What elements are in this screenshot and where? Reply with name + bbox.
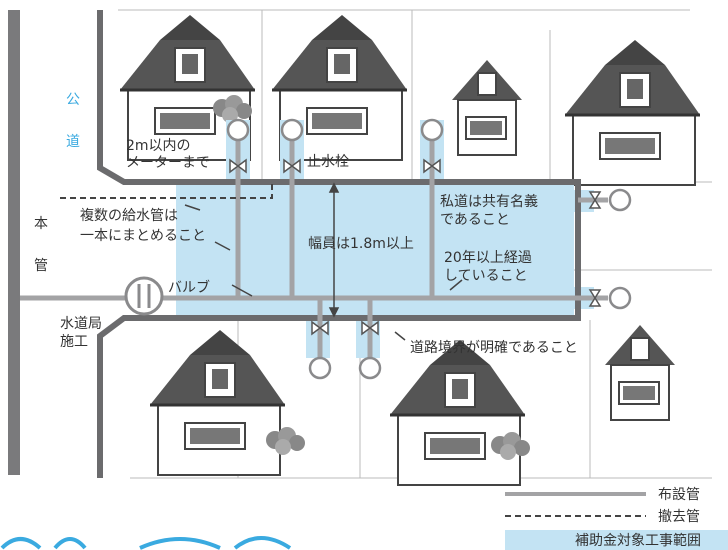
note-stop-cock: 止水栓 [307,154,349,170]
stop-cocks [229,158,602,336]
note-years-1: 20年以上経過 [444,250,532,266]
note-private-road-2: であること [440,212,510,228]
road-char-2: 道 [66,134,80,150]
main-pipe-char-1: 本 [34,216,48,232]
legend-removed-pipe: 撤去管 [658,509,700,525]
decorative-shapes [0,536,292,550]
water-meters [226,118,632,380]
note-within-2m-1: 2m以内の [126,138,191,154]
waterworks-line-2: 施工 [60,334,88,350]
note-boundary: 道路境界が明確であること [410,340,578,356]
main-pipe [8,10,20,475]
note-combine-2: 一本にまとめること [80,228,206,244]
road-edges [97,10,581,478]
note-private-road-1: 私道は共有名義 [440,193,538,210]
waterworks-line-1: 水道局 [60,316,102,332]
main-valve-icon [124,276,164,316]
legend-laid-pipe: 布設管 [658,487,700,503]
removed-pipe [60,180,273,199]
note-combine-1: 複数の給水管は [80,207,178,224]
main-pipe-char-2: 管 [34,258,48,274]
valve-label: バルブ [168,279,210,296]
note-within-2m-2: メーターまで [126,155,210,171]
legend-subsidy-scope: 補助金対象工事範囲 [575,532,701,549]
width-arrow [328,182,340,318]
road-char-1: 公 [66,92,80,108]
legend: 布設管 撤去管 補助金対象工事範囲 [505,487,728,550]
note-width: 幅員は1.8m以上 [308,236,414,252]
note-years-2: していること [444,268,528,284]
note-pointers [184,204,463,341]
